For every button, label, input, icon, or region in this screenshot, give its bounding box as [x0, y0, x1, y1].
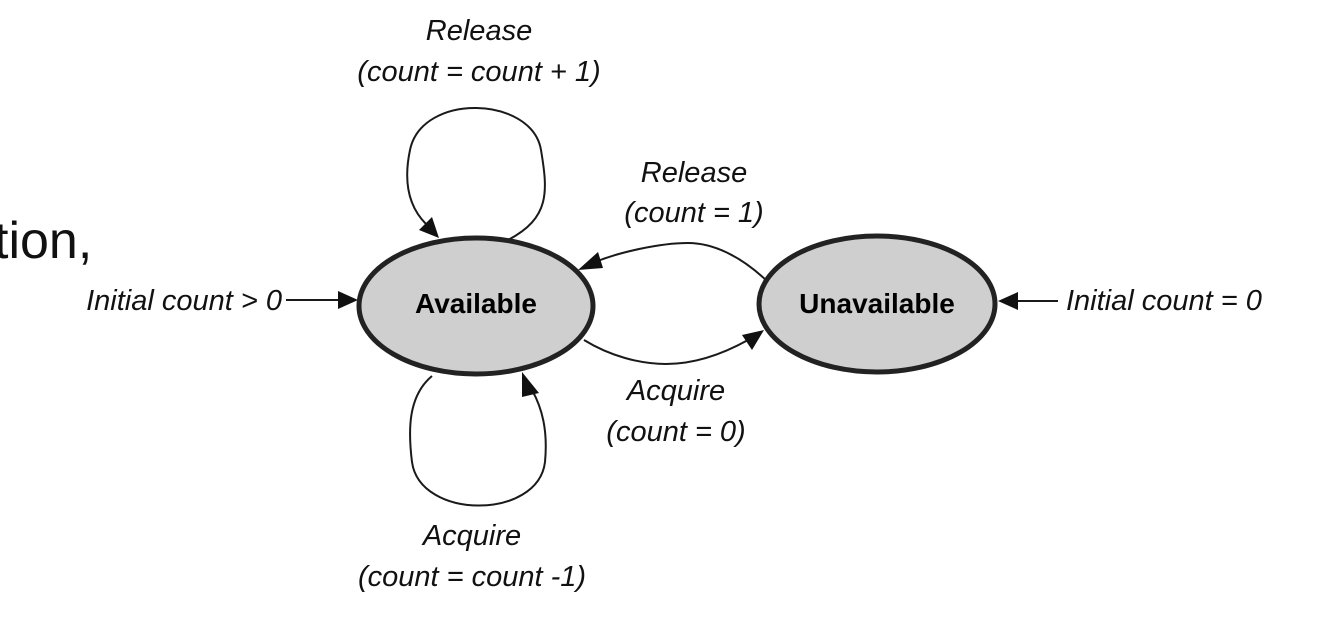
state-unavailable-label: Unavailable [799, 288, 955, 319]
state-available-label: Available [415, 288, 537, 319]
state-unavailable [756, 233, 998, 375]
acquire-transition-action-label: Acquire [625, 375, 725, 407]
release-transition-edge [594, 241, 769, 283]
release-transition-effect-label: (count = 1) [624, 197, 763, 229]
self-loop-acquire-effect-label: (count = count -1) [358, 561, 586, 593]
acquire-transition-edge [583, 339, 749, 366]
release-transition-arrowhead [578, 252, 603, 270]
initial-available-arrowhead [338, 291, 358, 309]
self-loop-release-edge [406, 107, 546, 241]
self-loop-release-effect-label: (count = count + 1) [357, 56, 600, 88]
initial-unavailable-label: Initial count = 0 [1066, 285, 1262, 317]
state-available [356, 235, 596, 377]
acquire-transition-effect-label: (count = 0) [606, 416, 745, 448]
initial-available-label: Initial count > 0 [86, 285, 282, 317]
self-loop-acquire-arrowhead [522, 372, 539, 397]
self-loop-acquire-edge [409, 375, 547, 507]
acquire-transition-arrowhead [742, 330, 764, 350]
self-loop-release-arrowhead [419, 217, 439, 238]
release-transition-action-label: Release [641, 157, 747, 189]
self-loop-acquire-action-label: Acquire [421, 520, 521, 552]
self-loop-release-action-label: Release [426, 15, 532, 47]
initial-unavailable-arrowhead [998, 292, 1018, 310]
background-text-fragment: tion, [0, 212, 92, 270]
